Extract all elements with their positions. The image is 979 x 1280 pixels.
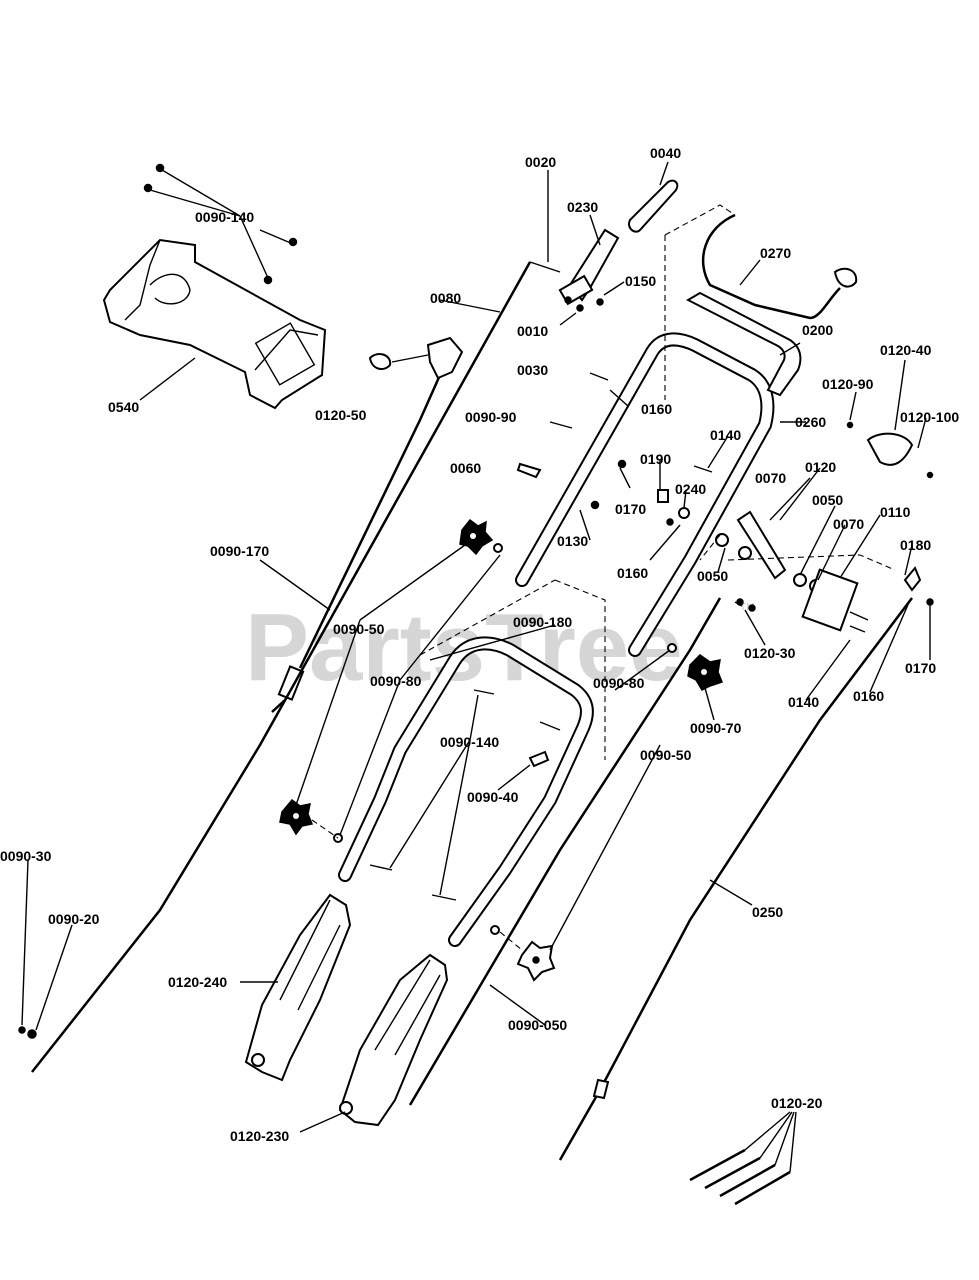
callout[interactable]: 0120-230	[230, 1128, 289, 1144]
callout[interactable]: 0090-50	[333, 621, 385, 637]
callout[interactable]: 0180	[900, 537, 931, 553]
callout[interactable]: 0090-20	[48, 911, 100, 927]
callout[interactable]: 0090-180	[513, 614, 572, 630]
callout[interactable]: 0080	[430, 290, 461, 306]
callout[interactable]: 0060	[450, 460, 481, 476]
part-0090-70-knob[interactable]	[667, 643, 723, 691]
callout[interactable]: 0120-100	[900, 409, 959, 425]
callout[interactable]: 0090-70	[690, 720, 742, 736]
callout[interactable]: 0120	[805, 459, 836, 475]
screw-0090-140-b	[143, 183, 153, 193]
callout[interactable]: 0090-80	[370, 673, 422, 689]
callout[interactable]: 0120-90	[822, 376, 874, 392]
part-0120-20-cable-ties[interactable]	[689, 1111, 797, 1206]
callout[interactable]: 0160	[641, 401, 672, 417]
callout[interactable]: 0120-240	[168, 974, 227, 990]
callout[interactable]: 0190	[640, 451, 671, 467]
callout[interactable]: 0260	[795, 414, 826, 430]
callout[interactable]: 0270	[760, 245, 791, 261]
part-0270-bail[interactable]	[701, 213, 858, 320]
callout[interactable]: 0010	[517, 323, 548, 339]
part-0090-180-lower-handle[interactable]	[338, 579, 606, 947]
callout[interactable]: 0020	[525, 154, 556, 170]
leader-lines	[21, 161, 931, 1133]
callout[interactable]: 0170	[615, 501, 646, 517]
part-0120-230-cover[interactable]	[338, 953, 449, 1127]
callout[interactable]: 0090-050	[508, 1017, 567, 1033]
part-0090-170-cable[interactable]	[18, 261, 532, 1073]
hardware-cluster-center[interactable]	[516, 372, 934, 633]
callout[interactable]: 0120-30	[744, 645, 796, 661]
callout[interactable]: 0090-30	[0, 848, 52, 864]
callout[interactable]: 0230	[567, 199, 598, 215]
callout[interactable]: 0240	[675, 481, 706, 497]
callout[interactable]: 0050	[697, 568, 728, 584]
callout[interactable]: 0250	[752, 904, 783, 920]
callout[interactable]: 0130	[557, 533, 588, 549]
callout[interactable]: 0140	[710, 427, 741, 443]
callout[interactable]: 0090-90	[465, 409, 517, 425]
callout[interactable]: 0040	[650, 145, 681, 161]
callout[interactable]: 0090-40	[467, 789, 519, 805]
callout[interactable]: 0110	[880, 504, 911, 520]
callout[interactable]: 0090-170	[210, 543, 269, 559]
callout[interactable]: 0120-50	[315, 407, 367, 423]
callout[interactable]: 0090-50	[640, 747, 692, 763]
callout[interactable]: 0170	[905, 660, 936, 676]
part-0090-050-knob[interactable]	[490, 925, 556, 982]
part-0090-50-knob-lower[interactable]	[279, 798, 343, 843]
callout[interactable]: 0200	[802, 322, 833, 338]
screw-0090-140-a	[155, 163, 165, 173]
part-0230-bracket[interactable]	[529, 228, 620, 312]
callout[interactable]: 0050	[812, 492, 843, 508]
callout[interactable]: 0090-80	[593, 675, 645, 691]
screw-0090-140-d	[288, 237, 298, 247]
part-0260-upper-handle[interactable]	[515, 204, 775, 657]
callout[interactable]: 0140	[788, 694, 819, 710]
callout[interactable]: 0160	[617, 565, 648, 581]
callout[interactable]: 0070	[755, 470, 786, 486]
callout[interactable]: 0090-140	[195, 209, 254, 225]
part-0250-cable[interactable]	[558, 597, 913, 1161]
callout[interactable]: 0540	[108, 399, 139, 415]
part-0090-050-cable[interactable]	[408, 597, 722, 1106]
part-0090-50-knob-upper[interactable]	[459, 518, 503, 556]
callout-labels: 0020 0040 0230 0270 0090-140 0150 0080 0…	[0, 145, 959, 1144]
callout[interactable]: 0070	[833, 516, 864, 532]
callout[interactable]: 0120-40	[880, 342, 932, 358]
callout[interactable]: 0150	[625, 273, 656, 289]
part-0200-grip[interactable]	[685, 291, 802, 397]
callout[interactable]: 0160	[853, 688, 884, 704]
part-0040-pad[interactable]	[628, 179, 679, 233]
part-0540-housing[interactable]	[102, 163, 327, 410]
callout[interactable]: 0030	[517, 362, 548, 378]
part-0120-50-bracket[interactable]	[368, 336, 464, 380]
callout[interactable]: 0090-140	[440, 734, 499, 750]
watermark-tm: TM	[740, 602, 754, 613]
callout[interactable]: 0120-20	[771, 1095, 823, 1111]
part-0120-240-cover[interactable]	[244, 893, 352, 1082]
